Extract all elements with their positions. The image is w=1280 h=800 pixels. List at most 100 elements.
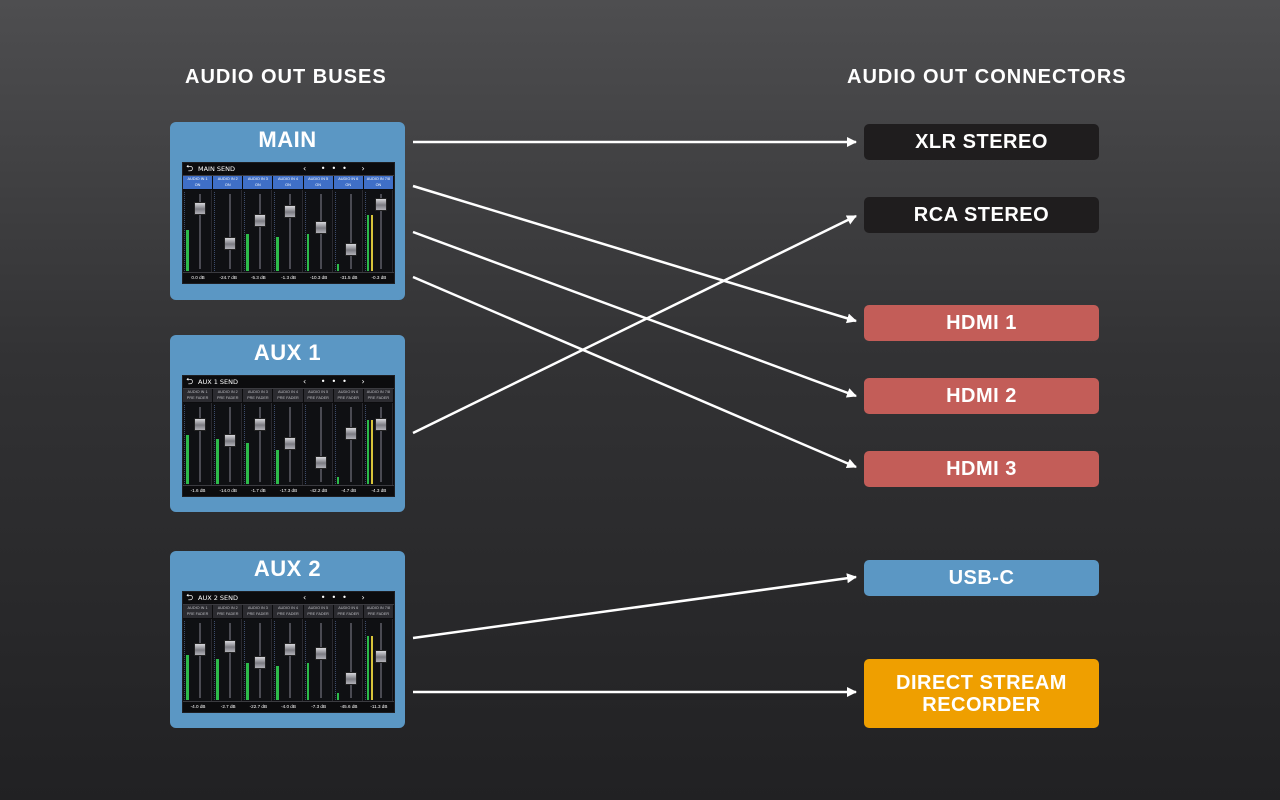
connector-usb-c: USB-C [864, 560, 1099, 596]
fader-track [259, 194, 262, 269]
channel-name: AUDIO IN 1 [187, 390, 208, 394]
channel-name: AUDIO IN 6 [338, 177, 359, 181]
level-meter [370, 420, 374, 484]
fader-track [319, 623, 322, 698]
fader-handle[interactable] [344, 243, 357, 257]
channel-state: PRE FADER [277, 612, 299, 616]
channel-strip [243, 190, 273, 273]
fader-handle[interactable] [254, 214, 267, 228]
fader-handle[interactable] [374, 198, 387, 212]
fader-handle[interactable] [224, 433, 237, 447]
channel-name: AUDIO IN 1 [187, 177, 208, 181]
fader-handle[interactable] [224, 236, 237, 250]
fader-handle[interactable] [344, 672, 357, 686]
fader-handle[interactable] [374, 417, 387, 431]
db-value: -0.3 dB [371, 275, 387, 280]
channel-name: AUDIO IN 5 [308, 177, 329, 181]
db-value: -5.3 dB [250, 275, 266, 280]
fader-handle[interactable] [194, 201, 206, 215]
back-arrow-icon[interactable]: ⮌ [186, 164, 194, 174]
level-meter [366, 214, 370, 271]
fader-handle[interactable] [344, 427, 357, 441]
channel-strip [303, 190, 333, 273]
fader-strips [183, 403, 394, 486]
fader-strips [183, 619, 394, 702]
bus-title: AUX 2 [253, 556, 322, 581]
fader-handle[interactable] [314, 456, 327, 470]
fader-handle[interactable] [224, 640, 237, 654]
level-meter [246, 233, 249, 271]
back-arrow-icon[interactable]: ⮌ [186, 377, 194, 387]
fader-handle[interactable] [284, 204, 297, 218]
fader-handle[interactable] [254, 656, 267, 670]
connector-direct-stream-recorder: DIRECT STREAM RECORDER [864, 659, 1099, 728]
page-nav-icon[interactable]: ‹ ••• › [303, 593, 371, 602]
fader-track [349, 194, 352, 269]
fader-handle[interactable] [284, 643, 297, 657]
meter-scale [334, 405, 338, 484]
db-value: -31.5 dB [340, 275, 358, 280]
fader-handle[interactable] [314, 220, 327, 234]
db-readouts: -4.0 dB-2.7 dB-22.7 dB-4.0 dB-7.3 dB-45.… [183, 701, 394, 712]
fader-track [379, 407, 382, 482]
level-meter [216, 658, 219, 700]
channel-header[interactable]: AUDIO IN 2 PRE FADER [213, 389, 243, 402]
channel-name: AUDIO IN 2 [217, 390, 238, 394]
channel-state: PRE FADER [216, 612, 239, 616]
db-value: -7.3 dB [311, 704, 327, 709]
db-value: -45.6 dB [340, 704, 358, 709]
arrow-aux1-rca [412, 214, 857, 435]
fader-track [289, 623, 292, 698]
fader-handle[interactable] [194, 417, 206, 431]
back-arrow-icon[interactable]: ⮌ [186, 593, 194, 603]
fader-handle[interactable] [374, 649, 387, 663]
meter-scale [274, 192, 277, 271]
meter-scale [304, 192, 308, 271]
db-value: -11.3 dB [370, 704, 388, 709]
meter-scale [184, 621, 187, 700]
meter-scale [364, 405, 368, 484]
connector-xlr-stereo: XLR STEREO [864, 124, 1099, 160]
fader-handle[interactable] [194, 643, 206, 657]
channel-strip [363, 619, 393, 702]
fader-handle[interactable] [314, 646, 327, 660]
page-nav-icon[interactable]: ‹ ••• › [303, 377, 371, 386]
channel-state: PRE FADER [216, 396, 239, 400]
channel-state: ON [285, 183, 291, 187]
screen-title: AUX 2 SEND [198, 594, 239, 602]
db-value: -2.7 dB [220, 704, 236, 709]
channel-name: AUDIO IN 3 [247, 606, 268, 610]
channel-state: PRE FADER [277, 396, 299, 400]
fader-handle[interactable] [284, 437, 297, 450]
page-nav-icon[interactable]: ‹ ••• › [303, 164, 371, 173]
channel-strip [333, 619, 363, 702]
meter-scale [214, 192, 217, 271]
channel-strip [303, 619, 333, 702]
meter-scale [274, 405, 277, 484]
channel-name: AUDIO IN 6 [338, 390, 359, 394]
fader-handle[interactable] [254, 417, 267, 431]
